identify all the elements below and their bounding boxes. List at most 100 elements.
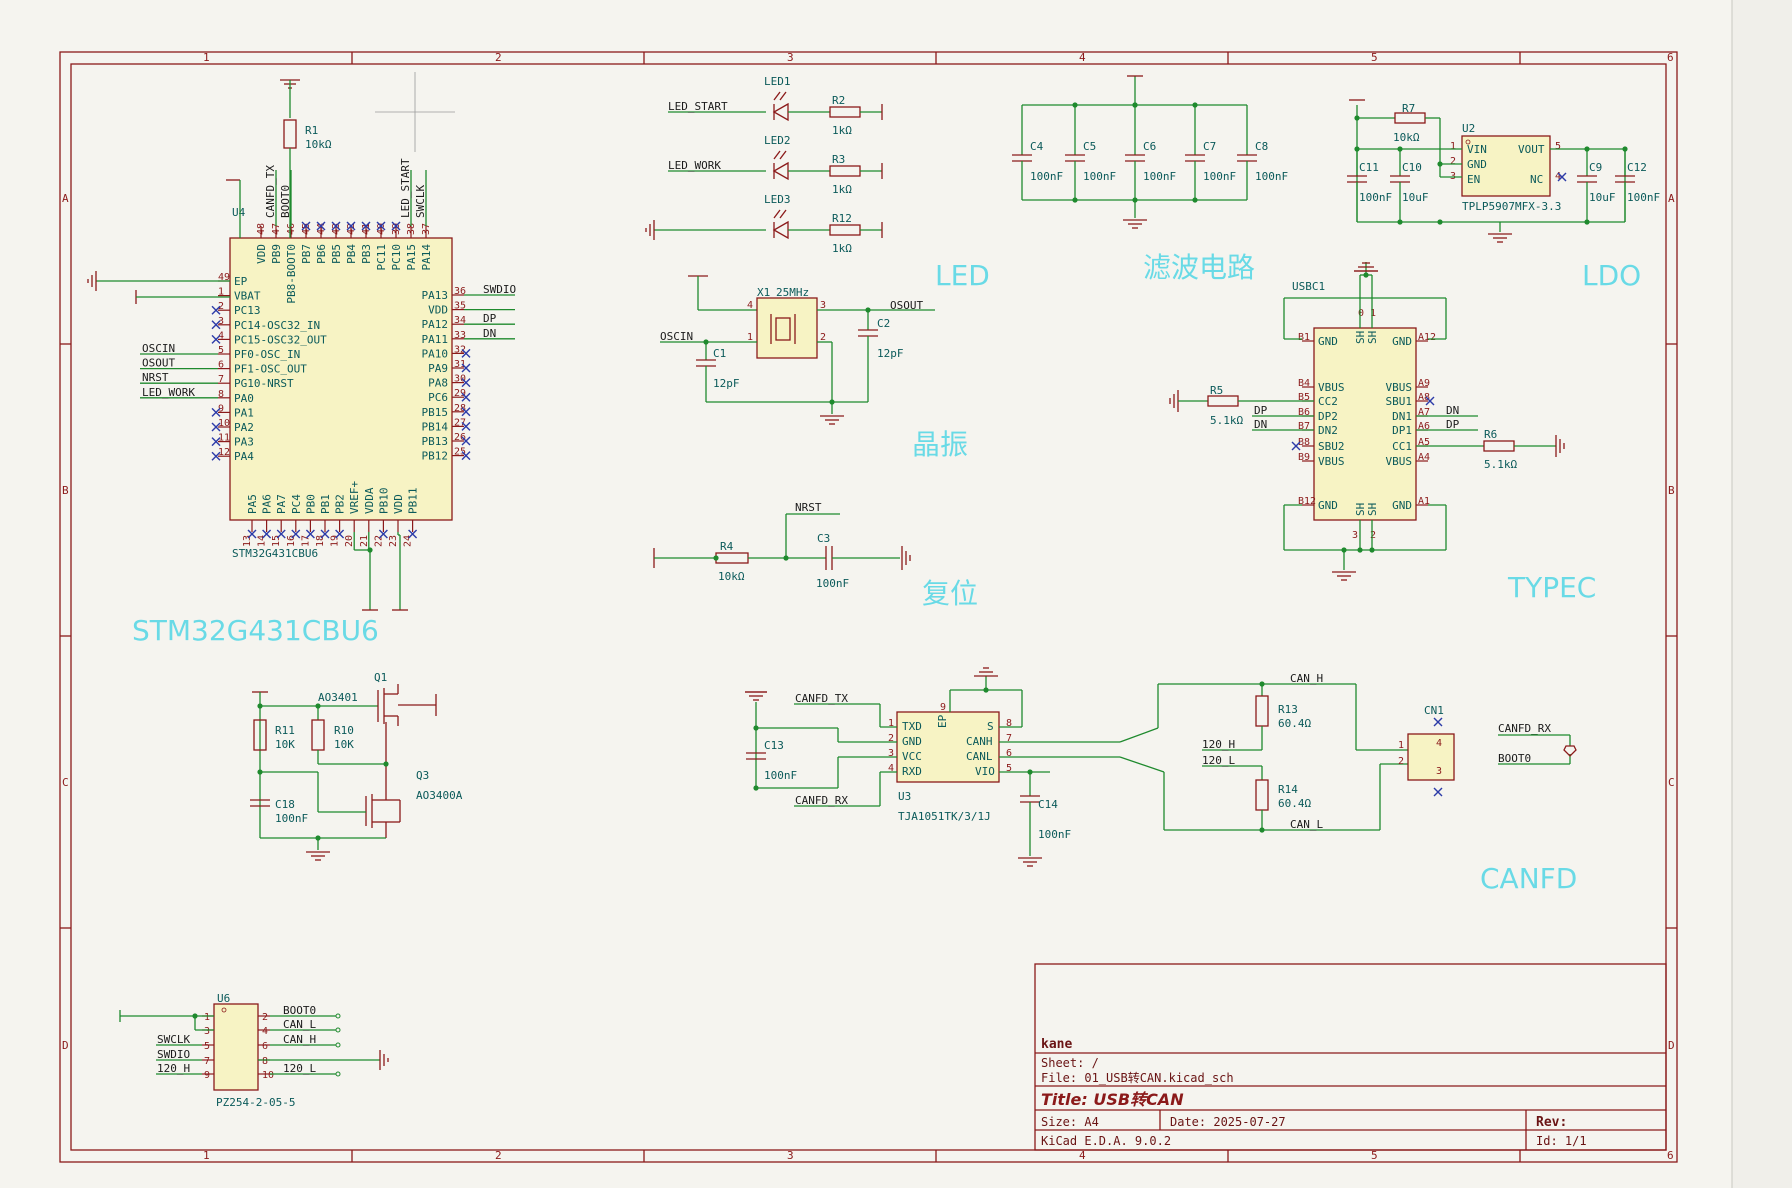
q3-value: AO3400A	[416, 789, 463, 802]
mcu-pin-name-right-11: PB12	[422, 450, 449, 463]
typec-pin-name-left-7: GND	[1318, 499, 1338, 512]
mcu-pin-name-left-8: PA0	[234, 392, 254, 405]
jumper-symbol[interactable]	[1563, 745, 1577, 757]
u2-pin-vout: VOUT	[1518, 143, 1545, 156]
x1-pin-3: 3	[820, 300, 826, 311]
mcu-top-net-3: SWCLK	[414, 185, 427, 218]
jumper-canfd-rx: CANFD_RX	[1498, 722, 1551, 735]
typec-pin-name-left-6: VBUS	[1318, 455, 1345, 468]
u6-pin-right-3: 8	[262, 1056, 268, 1067]
resistor-r4[interactable]	[715, 552, 749, 564]
mcu-bottom-vdd	[362, 535, 408, 611]
mcu-ep-ground	[87, 271, 230, 304]
mcu-pin-name-left-1: VBAT	[234, 290, 261, 303]
u3-pin-s: S	[987, 720, 994, 733]
mcu-pin-num-left-11: 11	[218, 433, 230, 444]
mcu-top-net-1: BOOT0	[279, 185, 292, 218]
typec-top-num-0: 0	[1358, 308, 1364, 319]
r6-value: 5.1kΩ	[1484, 458, 1517, 471]
r5-ref: R5	[1210, 384, 1223, 397]
r14-value: 60.4Ω	[1278, 797, 1311, 810]
resistor-r11[interactable]	[253, 719, 267, 751]
u3-num-9: 9	[940, 702, 946, 713]
resistor-r1[interactable]: R1 10kΩ	[280, 79, 332, 238]
mcu-pin-name-left-0: EP	[234, 275, 248, 288]
mcu-pin-name-left-2: PC13	[234, 304, 261, 317]
mcu-pin-name-right-3: PA11	[422, 333, 449, 346]
mcu-pin-name-left-10: PA2	[234, 421, 254, 434]
crystal-x1[interactable]	[756, 297, 818, 359]
mcu-pin-num-right-1: 35	[454, 301, 466, 312]
led-net-0: LED_START	[668, 100, 728, 113]
mcu-pin-name-top-8: PC11	[375, 244, 388, 271]
mcu-pin-name-left-11: PA3	[234, 436, 254, 449]
ldo-u2[interactable]	[1461, 135, 1551, 197]
resistor-r5[interactable]	[1207, 395, 1239, 407]
ldo-cap-ref-3: C12	[1627, 161, 1647, 174]
mcu-pin-num-bottom-1: 14	[257, 535, 268, 547]
mcu-pin-name-bottom-10: VDD	[392, 494, 405, 514]
mcu-pin-name-top-0: VDD	[255, 244, 268, 264]
r5-value: 5.1kΩ	[1210, 414, 1243, 427]
cn1-pin-4: 4	[1436, 738, 1442, 749]
mcu-pin-name-top-10: PA15	[405, 244, 418, 271]
r7-ref: R7	[1402, 102, 1415, 115]
net-canfd-rx: CANFD_RX	[795, 794, 848, 807]
mcu-pin-num-right-5: 31	[454, 359, 466, 370]
resistor-r10[interactable]	[311, 719, 325, 751]
u3-num-6: 6	[1006, 748, 1012, 759]
c18-value: 100nF	[275, 812, 308, 825]
resistor-r6[interactable]	[1483, 440, 1515, 452]
mcu-pin-name-right-2: PA12	[422, 318, 449, 331]
typec-pin-num-left-1: B4	[1298, 378, 1310, 389]
can-transceiver-u3[interactable]	[896, 711, 1000, 783]
mosfet-q1[interactable]	[377, 684, 437, 764]
resistor-r14[interactable]	[1255, 779, 1269, 811]
frame-row-right-C: C	[1668, 776, 1675, 789]
header-u6[interactable]	[213, 1003, 259, 1091]
u2-value: TPLP5907MFX-3.3	[1462, 200, 1561, 213]
mcu-pin-name-top-1: PB9	[270, 244, 283, 264]
frame-col-bottom-3: 3	[787, 1149, 794, 1162]
mosfet-q3[interactable]	[365, 764, 401, 838]
r10-ref: R10	[334, 724, 354, 737]
section-title-mcu: STM32G431CBU6	[132, 614, 379, 647]
mcu-pin-num-left-7: 7	[218, 374, 224, 385]
frame-col-top-6: 6	[1667, 51, 1674, 64]
mcu-pin-num-left-2: 2	[218, 301, 224, 312]
u6-left-net-1: SWDIO	[157, 1048, 190, 1061]
ldo-cap-value-2: 10uF	[1589, 191, 1616, 204]
filter-cap-ref-4: C8	[1255, 140, 1268, 153]
typec-pin-name-right-5: CC1	[1392, 440, 1412, 453]
u3-num-2: 2	[888, 733, 894, 744]
mcu-u4[interactable]: U4 STM32G431CBU6 VDD48PB947PB8-BOOT046PB…	[140, 158, 516, 560]
frame-col-bottom-5: 5	[1371, 1149, 1378, 1162]
u2-pin-en: EN	[1467, 173, 1480, 186]
u6-pin-right-0: 2	[262, 1012, 268, 1023]
c18-ref: C18	[275, 798, 295, 811]
tb-company: kane	[1041, 1037, 1072, 1052]
x1-pin-4: 4	[747, 300, 753, 311]
u2-num-1: 1	[1450, 141, 1456, 152]
mcu-pin-name-right-1: VDD	[428, 304, 448, 317]
r14-ref: R14	[1278, 783, 1298, 796]
r13-ref: R13	[1278, 703, 1298, 716]
mcu-pin-name-right-9: PB14	[422, 420, 449, 433]
typec-usbc1[interactable]	[1313, 327, 1417, 521]
can-connector-cn1[interactable]	[1407, 733, 1455, 781]
mcu-pin-num-bottom-4: 17	[300, 535, 311, 547]
resistor-r13[interactable]	[1255, 695, 1269, 727]
